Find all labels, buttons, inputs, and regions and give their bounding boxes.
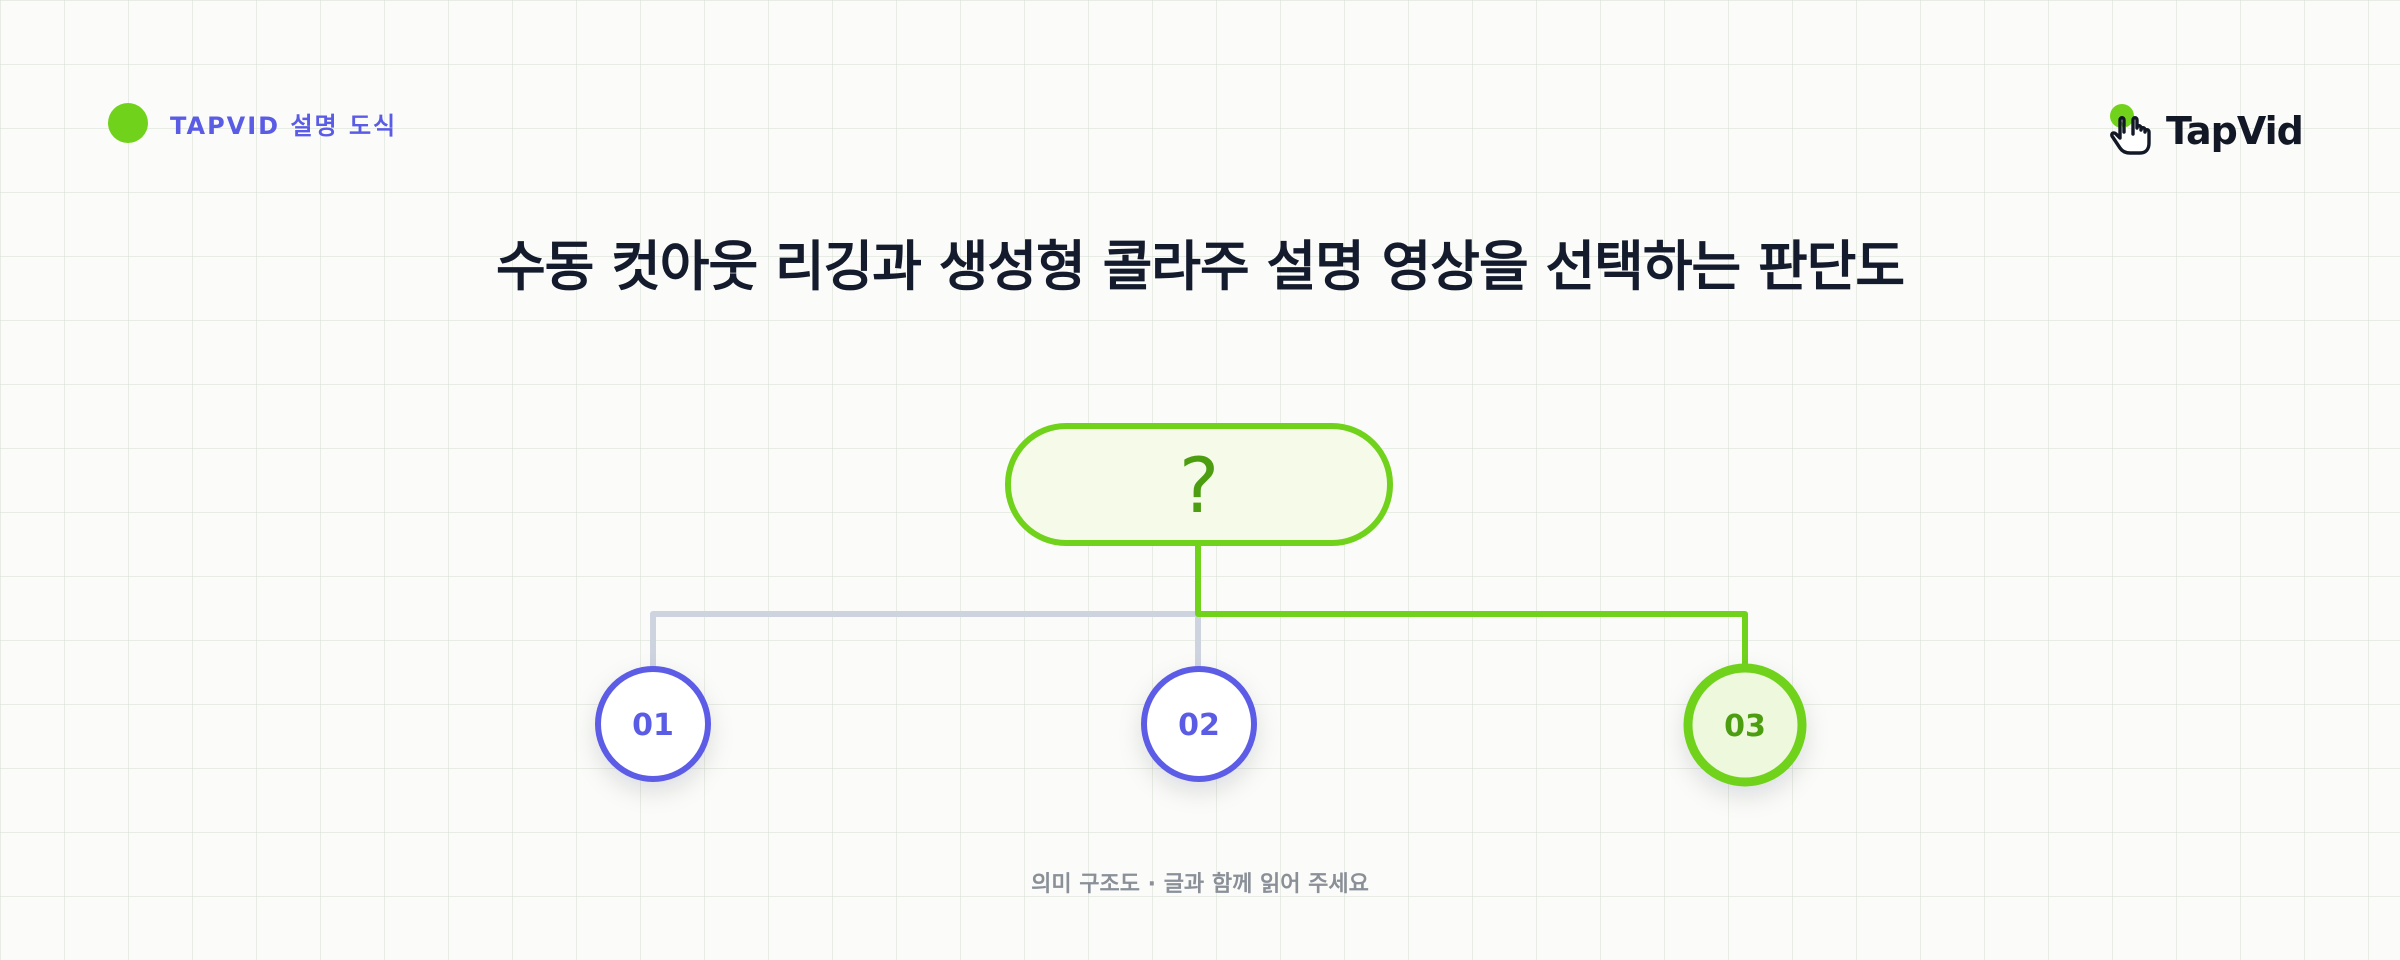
option-node-03: 03 — [1683, 663, 1807, 787]
connector-gray — [650, 611, 1201, 670]
root-question-label: ? — [1179, 441, 1219, 530]
diagram-caption: 의미 구조도 · 글과 함께 읽어 주세요 — [1031, 872, 1369, 897]
root-question-node: ? — [1005, 423, 1393, 546]
pointer-hand-icon — [2104, 98, 2164, 164]
option-label-02: 02 — [1178, 708, 1220, 743]
option-node-02: 02 — [1141, 666, 1257, 782]
option-node-01: 01 — [595, 666, 711, 782]
connector-highlight — [1195, 542, 1748, 670]
brand-dot-icon — [108, 103, 148, 143]
logo-wordmark: TapVid — [2166, 109, 2304, 153]
option-label-01: 01 — [632, 708, 674, 743]
tapvid-logo: TapVid — [2104, 98, 2304, 164]
brand-tag: TAPVID 설명 도식 — [108, 102, 397, 144]
page-title: 수동 컷아웃 리깅과 생성형 콜라주 설명 영상을 선택하는 판단도 — [495, 235, 1905, 298]
option-label-03: 03 — [1724, 709, 1766, 744]
brand-tag-label: TAPVID 설명 도식 — [170, 111, 398, 140]
